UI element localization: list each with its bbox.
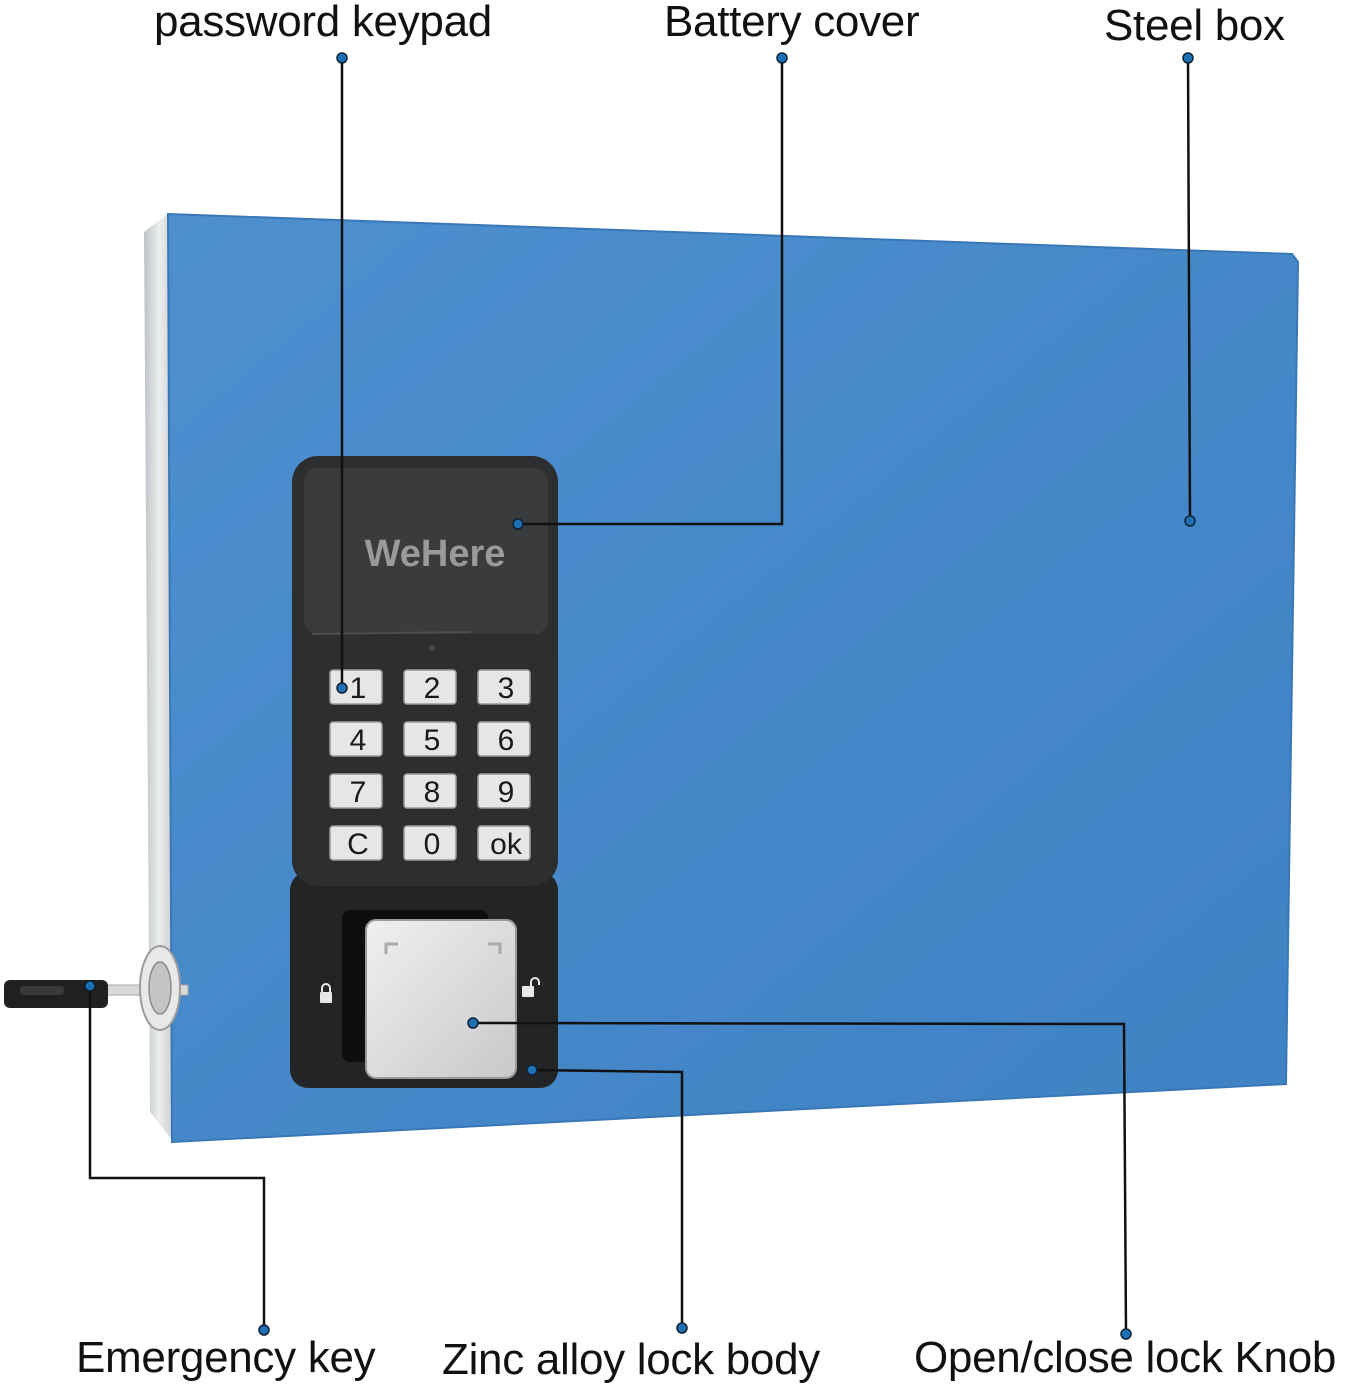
keypad-key-4[interactable]: 4 [329,721,383,757]
dot-emergency-key-start [84,980,96,992]
dot-battery-cover-end [512,518,524,530]
leader-emergency-key [88,986,266,1330]
keypad-key-label: 9 [498,776,515,809]
lock-closed-icon [320,983,332,1003]
leader-open-close-lock-knob [472,1021,1128,1335]
label-steel-box: Steel box [1104,1,1285,50]
keypad-lock: WeHere 1 2 3 4 5 6 7 8 9C 0 ok [290,456,558,1088]
keypad-key-9[interactable]: 9 [477,773,531,809]
leader-battery-cover [518,58,784,526]
knob-arrow-right-icon [488,942,502,954]
leader-lines [88,57,1192,1335]
keypad-key-ok[interactable]: ok [477,825,531,861]
keypad-key-label: 8 [424,776,441,809]
label-battery-cover: Battery cover [664,0,920,46]
emergency-key [4,945,189,1031]
dot-password-keypad-end [336,682,348,694]
lock-open-icon [522,977,540,997]
label-password-keypad: password keypad [154,0,492,46]
dot-zinc-alloy-start [526,1064,538,1076]
keypad-key-label: 2 [424,672,441,705]
dot-knob-start [467,1017,479,1029]
keypad-key-label: C [347,828,369,861]
dot-knob-bottom [1120,1328,1132,1340]
label-zinc-alloy-lock-body: Zinc alloy lock body [442,1335,820,1384]
keypad-key-label: 0 [424,828,441,861]
label-emergency-key: Emergency key [76,1333,376,1382]
keypad-key-label: 7 [350,776,367,809]
keypad-key-3[interactable]: 3 [477,669,531,705]
keypad-key-label: ok [490,828,523,861]
leader-dots [84,52,1196,1340]
keypad-key-7[interactable]: 7 [329,773,383,809]
keypad-key-0[interactable]: 0 [403,825,457,861]
keypad-key-2[interactable]: 2 [403,669,457,705]
brand-logo: WeHere [365,533,506,575]
dot-emergency-key-bottom [258,1324,270,1336]
dot-password-keypad-top [336,52,348,64]
keypad-key-label: 5 [424,724,441,757]
indicator-led [429,645,435,651]
box-side-panel [144,214,174,1142]
keypad-keys: 1 2 3 4 5 6 7 8 9C 0 ok [329,669,531,861]
keypad-key-label: 6 [498,724,515,757]
battery-cover-seam [311,631,471,635]
keypad-key-label: 3 [498,672,515,705]
keypad-key-6[interactable]: 6 [477,721,531,757]
dot-steel-box-end [1184,515,1196,527]
keypad-key-label: 4 [350,724,367,757]
battery-cover[interactable] [304,468,548,634]
dot-battery-cover-top [776,52,788,64]
leader-zinc-alloy-lock-body [531,1068,684,1328]
keypad-key-5[interactable]: 5 [403,721,457,757]
keypad-key-label: 1 [350,672,367,705]
key-cylinder-core [148,961,172,1015]
keypad-key-c[interactable]: C [329,825,383,861]
leader-steel-box [1186,57,1192,522]
open-close-lock-knob[interactable] [365,919,517,1079]
knob-arrow-left-icon [384,942,398,954]
key-head-slot [20,986,64,995]
label-open-close-lock-knob: Open/close lock Knob [914,1333,1337,1382]
keypad-key-8[interactable]: 8 [403,773,457,809]
dot-steel-box-top [1182,52,1194,64]
dot-zinc-alloy-bottom [676,1322,688,1334]
